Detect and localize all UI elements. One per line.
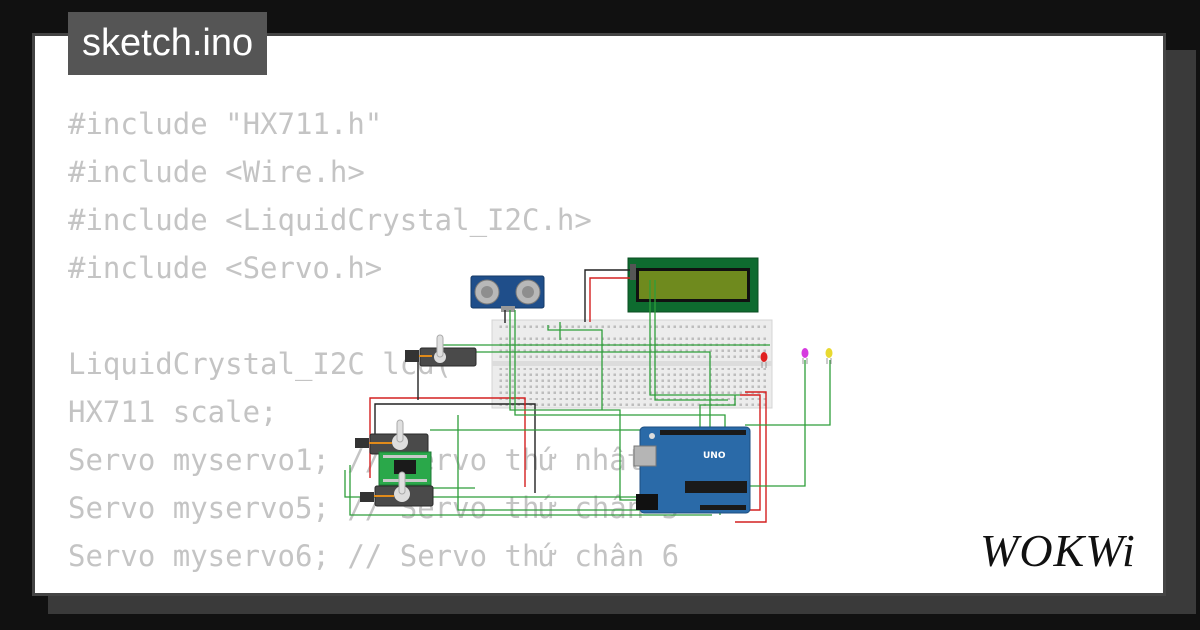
code-line-10: Servo myservo6; // Servo thứ chân 6	[68, 539, 680, 573]
code-line-1: #include "HX711.h"	[68, 107, 383, 141]
code-line-2: #include <Wire.h>	[68, 155, 365, 189]
lcd-display-icon	[627, 257, 759, 313]
led-yellow-icon	[825, 348, 833, 364]
servo-icon	[405, 334, 477, 367]
wokwi-logo-text: WOKWi	[980, 525, 1136, 574]
code-line-3: #include <LiquidCrystal_I2C.h>	[68, 203, 592, 237]
led-purple-icon	[801, 348, 809, 364]
ultrasonic-sensor-icon	[470, 275, 545, 312]
code-line-4: #include <Servo.h>	[68, 251, 383, 285]
signal-wires	[344, 280, 831, 516]
servo-icon	[360, 471, 434, 507]
code-line-8: Servo myservo1; // Servo thứ nhất	[68, 443, 645, 477]
uno-label: UNO	[703, 451, 726, 461]
led-red-icon	[760, 352, 768, 368]
arduino-uno-icon: UNO	[633, 426, 751, 514]
servo-icon	[355, 419, 429, 455]
breadboard-icon	[491, 319, 773, 409]
wokwi-logo[interactable]: WOKWi	[978, 522, 1154, 574]
file-tab[interactable]: sketch.ino	[68, 12, 268, 75]
preview-card	[32, 33, 1166, 596]
code-line-7: HX711 scale;	[68, 395, 278, 429]
